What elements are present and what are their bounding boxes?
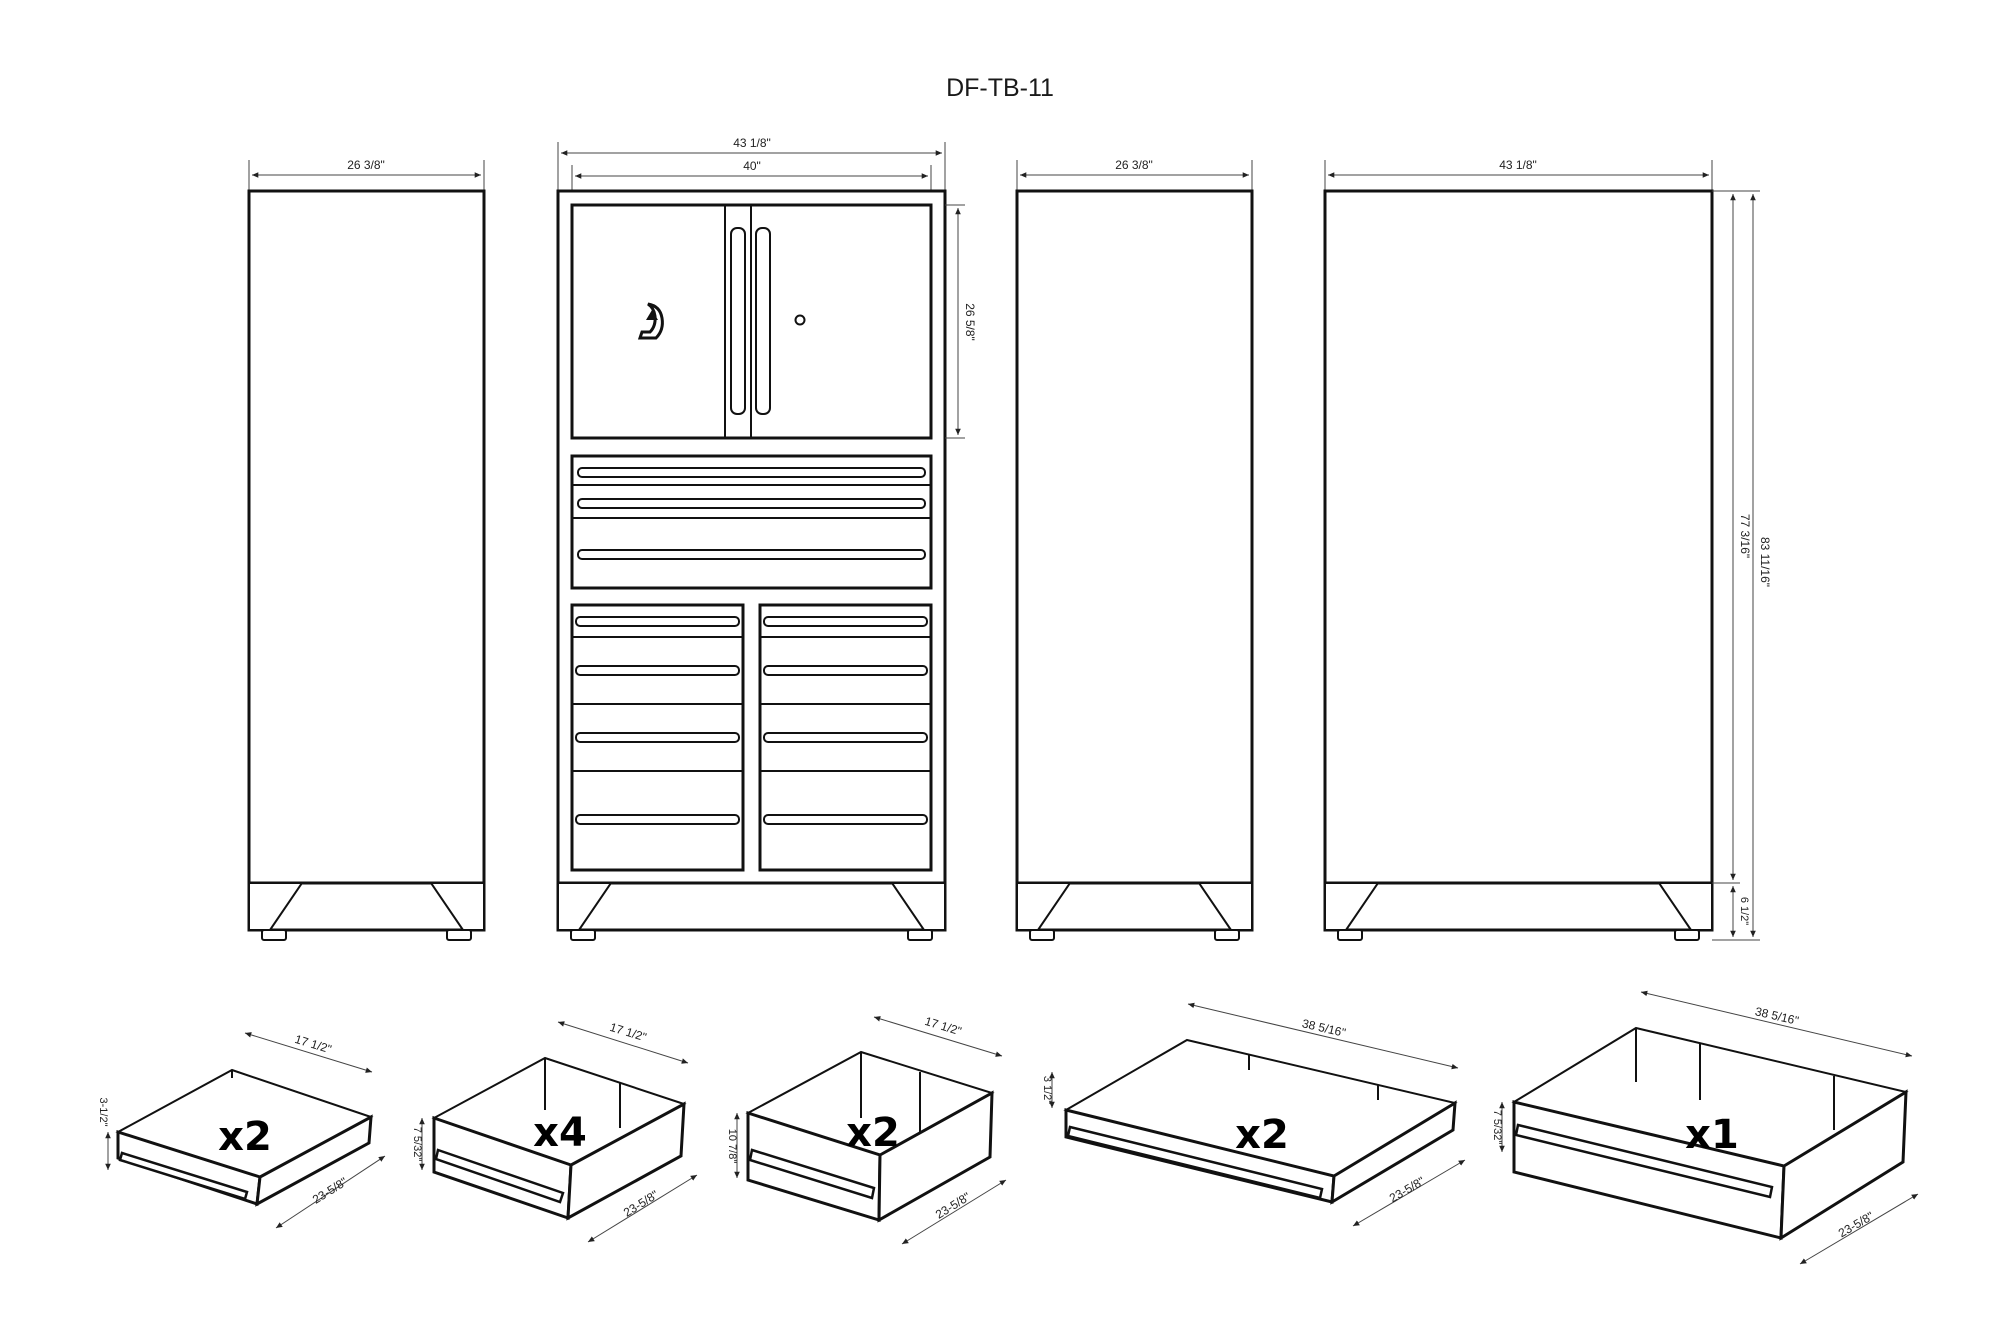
side-view-left: 26 3/8" — [247, 158, 486, 941]
overall-height-label: 83 11/16" — [1758, 537, 1772, 587]
left-door-handle — [730, 227, 746, 415]
door-lock-icon — [794, 314, 806, 326]
drawer-3-quantity: x2 — [846, 1110, 900, 1156]
side-right-width-label: 26 3/8" — [1115, 158, 1153, 172]
drawer-5-depth-label: 23-5/8" — [1836, 1209, 1876, 1240]
drawer-1-quantity: x2 — [218, 1114, 272, 1160]
drawer-5-quantity: x1 — [1685, 1112, 1739, 1158]
drawer-4: 38 5/16" 23-5/8" 3 1/2" x2 — [1041, 1002, 1466, 1227]
drawer-2-depth-label: 23-5/8" — [621, 1188, 661, 1220]
side-left-width-label: 26 3/8" — [347, 158, 385, 172]
front-overall-width-label: 43 1/8" — [733, 136, 771, 150]
drawer-2-quantity: x4 — [533, 1110, 587, 1156]
drawer-1-height-label: 3-1/2" — [97, 1098, 109, 1127]
drawer-2-width-label: 17 1/2" — [608, 1020, 648, 1044]
drawer-1: 17 1/2" 23-5/8" 3-1/2" x2 — [97, 1032, 386, 1229]
model-title: DF-TB-11 — [946, 74, 1054, 102]
front-inner-width-label: 40" — [743, 159, 761, 173]
drawer-3-depth-label: 23-5/8" — [933, 1190, 973, 1222]
drawer-2-height-label: 7 5/32" — [411, 1127, 423, 1162]
drawer-1-depth-label: 23-5/8" — [310, 1175, 350, 1207]
front-view: 43 1/8" 40" 26 5/8" — [556, 136, 977, 941]
back-width-label: 43 1/8" — [1499, 158, 1537, 172]
drawer-1-width-label: 17 1/2" — [293, 1032, 333, 1056]
brand-logo-icon — [637, 302, 664, 340]
base-height-label: 6 1/2" — [1738, 897, 1750, 925]
drawer-4-quantity: x2 — [1235, 1112, 1289, 1158]
drawer-5-height-label: 7 5/32" — [1491, 1110, 1503, 1145]
right-door-handle — [755, 227, 771, 415]
drawer-5: 38 5/16" 23-5/8" 7 5/32" x1 — [1491, 990, 1919, 1265]
drawer-3-width-label: 17 1/2" — [923, 1014, 963, 1038]
top-cabinet-height-label: 26 5/8" — [963, 303, 977, 341]
drawer-4-depth-label: 23-5/8" — [1387, 1174, 1427, 1205]
body-height-label: 77 3/16" — [1738, 514, 1752, 558]
drawer-4-height-label: 3 1/2" — [1041, 1076, 1053, 1104]
drawer-2: 17 1/2" 23-5/8" 7 5/32" x4 — [411, 1020, 698, 1243]
drawer-3: 17 1/2" 23-5/8" 10 7/8" x2 — [726, 1014, 1007, 1245]
drawer-3-height-label: 10 7/8" — [726, 1129, 738, 1164]
back-view: 43 1/8" 77 3/16" 83 11/16" 6 1/2" — [1323, 158, 1772, 941]
side-view-right: 26 3/8" — [1015, 158, 1254, 941]
